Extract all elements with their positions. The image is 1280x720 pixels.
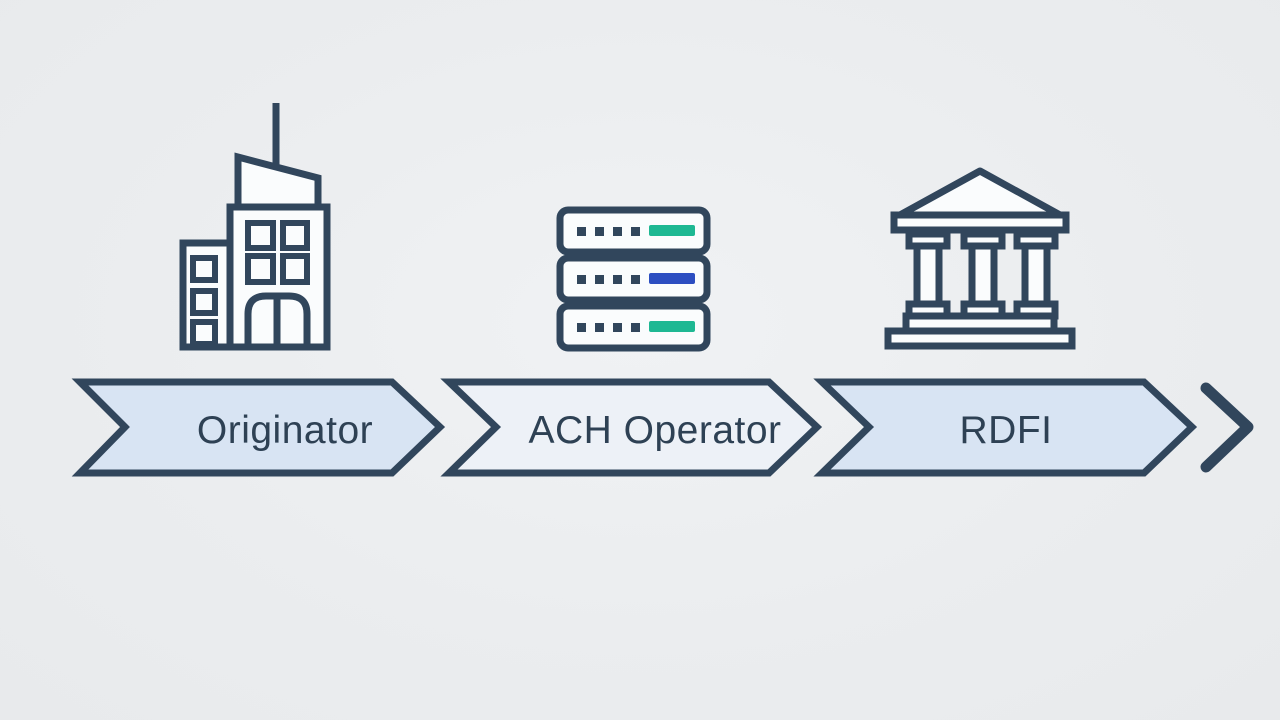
bank-entablature	[890, 211, 1070, 234]
step-arrow-rdfi	[813, 378, 1198, 477]
step-arrow-ach-operator	[440, 378, 823, 477]
bank-column	[913, 242, 943, 308]
status-bar-teal	[649, 321, 695, 332]
bank-column	[1021, 242, 1051, 308]
step-label-rdfi: RDFI	[959, 409, 1053, 452]
building-roof	[234, 152, 322, 211]
bank-icon	[884, 167, 1076, 350]
door-arch	[244, 292, 311, 347]
step-label-originator: Originator	[196, 409, 374, 452]
bank-pediment	[896, 167, 1064, 219]
bank-base	[884, 327, 1076, 350]
status-bar-blue	[649, 273, 695, 284]
office-building-icon	[179, 103, 331, 351]
chevron-right-icon	[1200, 382, 1254, 473]
bank-column	[968, 242, 998, 308]
server-stack-icon	[556, 206, 711, 352]
step-label-ach-operator: ACH Operator	[528, 409, 782, 452]
step-arrow-originator	[71, 378, 446, 477]
status-bar-teal	[649, 225, 695, 236]
